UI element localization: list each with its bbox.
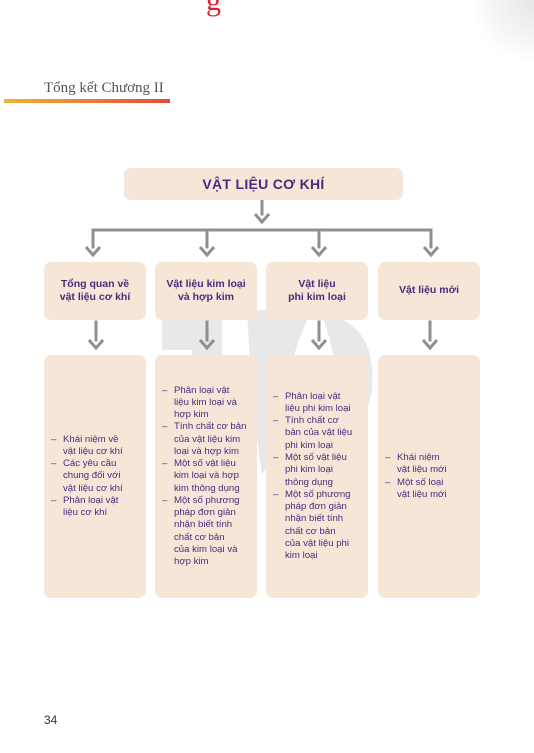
category-header-label: Vật liệu phi kim loại	[288, 277, 346, 303]
arrow-down-icon	[253, 213, 271, 225]
detail-list: Phân loại vật liệu phi kim loại Tính chấ…	[273, 391, 362, 563]
detail-list: Khái niệm về vật liệu cơ khí Các yêu cầu…	[51, 434, 140, 520]
list-item: Phân loại vật liệu kim loại và hợp kim	[162, 385, 251, 422]
category-details-new-materials: Khái niệm vật liệu mới Một số loại vật l…	[378, 355, 480, 598]
list-item: Tính chất cơ bản của vật liệu phi kim lo…	[273, 415, 362, 452]
arrow-down-icon	[87, 339, 105, 351]
list-item: Tính chất cơ bản của vật liệu kim loại v…	[162, 421, 251, 458]
list-item: Một số vật liệu phi kim loại thông dụng	[273, 452, 362, 489]
root-node-label: VẬT LIỆU CƠ KHÍ	[202, 176, 325, 192]
list-item: Phân loại vật liệu cơ khí	[51, 495, 140, 520]
category-details-metal-alloys: Phân loại vật liệu kim loại và hợp kim T…	[155, 355, 257, 598]
arrow-down-icon	[198, 339, 216, 351]
category-header-overview: Tổng quan về vật liệu cơ khí	[44, 262, 146, 320]
cropped-heading-glyph: g	[206, 0, 221, 17]
detail-list: Phân loại vật liệu kim loại và hợp kim T…	[162, 385, 251, 569]
category-header-new-materials: Vật liệu mới	[378, 262, 480, 320]
list-item: Phân loại vật liệu phi kim loại	[273, 391, 362, 416]
arrow-down-icon	[310, 339, 328, 351]
title-underline-bar	[4, 99, 170, 103]
category-header-label: Tổng quan về vật liệu cơ khí	[59, 277, 131, 303]
corner-shade	[474, 0, 534, 60]
list-item: Khái niệm vật liệu mới	[385, 452, 474, 477]
arrow-down-icon	[84, 246, 102, 258]
arrow-down-icon	[421, 339, 439, 351]
category-header-metal-alloys: Vật liệu kim loại và hợp kim	[155, 262, 257, 320]
category-details-non-metals: Phân loại vật liệu phi kim loại Tính chấ…	[266, 355, 368, 598]
detail-list: Khái niệm vật liệu mới Một số loại vật l…	[385, 452, 474, 501]
list-item: Một số vật liệu kim loại và hợp kim thôn…	[162, 458, 251, 495]
category-header-non-metals: Vật liệu phi kim loại	[266, 262, 368, 320]
arrow-down-icon	[422, 246, 440, 258]
list-item: Khái niệm về vật liệu cơ khí	[51, 434, 140, 459]
arrow-down-icon	[198, 246, 216, 258]
diagram-root-node: VẬT LIỆU CƠ KHÍ	[124, 168, 403, 200]
list-item: Một số loại vật liệu mới	[385, 477, 474, 502]
category-header-label: Vật liệu mới	[399, 284, 459, 297]
category-header-label: Vật liệu kim loại và hợp kim	[166, 277, 246, 303]
category-details-overview: Khái niệm về vật liệu cơ khí Các yêu cầu…	[44, 355, 146, 598]
section-title: Tổng kết Chương II	[44, 80, 164, 96]
list-item: Một số phương pháp đơn giản nhận biết tí…	[273, 489, 362, 563]
arrow-down-icon	[310, 246, 328, 258]
list-item: Một số phương pháp đơn giản nhận biết tí…	[162, 495, 251, 569]
list-item: Các yêu cầu chung đối với vật liệu cơ kh…	[51, 458, 140, 495]
page-number: 34	[44, 713, 58, 727]
